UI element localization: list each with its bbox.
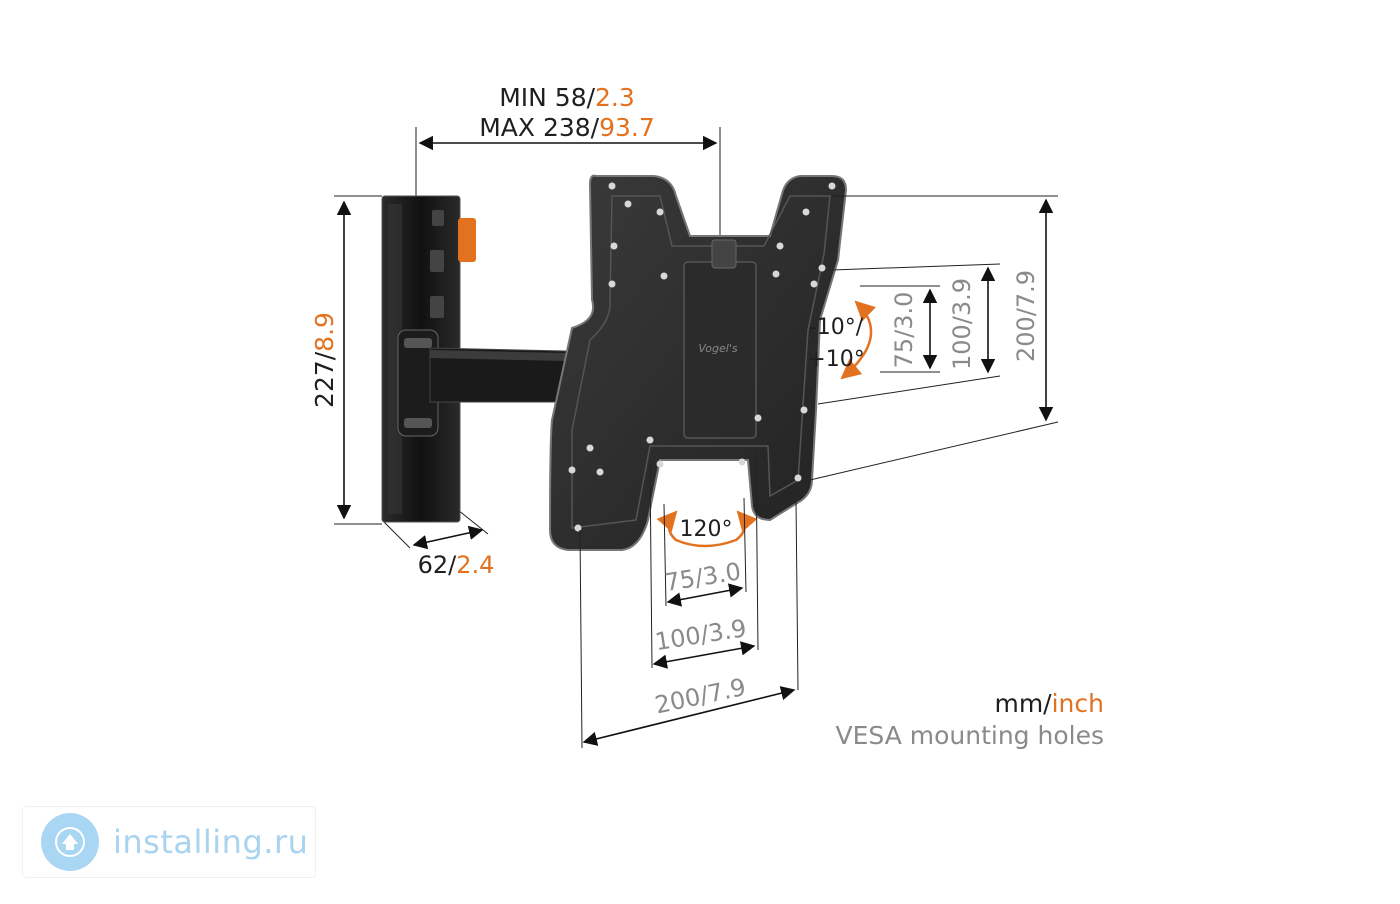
height-dimension: 227/8.9 [310,195,382,525]
watermark-badge[interactable]: installing.ru [22,806,316,878]
vesa-vertical-dimensions: 75/3.0 100/3.9 200/7.9 [809,195,1059,481]
depth-inch: 2.4 [456,551,494,579]
tilt-plus-label: +10° [807,347,864,372]
width-min-inch: 2.3 [595,83,635,112]
width-dimension: MIN 58/2.3 MAX 238/93.7 [415,83,721,245]
vesa-v100-label: 100/3.9 [948,278,976,370]
legend: mm/inch VESA mounting holes [835,689,1104,750]
watermark-logo-icon [41,813,99,871]
depth-dimension: 62/2.4 [381,509,495,579]
swivel-label: 120° [680,517,733,542]
depth-mm: 62/ [418,551,458,579]
width-min-mm: MIN 58/ [499,83,595,112]
width-max-inch: 93.7 [599,113,655,142]
svg-text:62/2.4: 62/2.4 [418,551,495,579]
height-mm: 227/ [310,351,339,408]
watermark-text: installing.ru [113,823,309,861]
vesa-h75-label: 75/3.0 [663,557,743,597]
legend-caption: VESA mounting holes [835,721,1104,750]
svg-text:227/8.9: 227/8.9 [310,312,339,408]
vesa-v200-label: 200/7.9 [1012,270,1040,362]
svg-text:mm/inch: mm/inch [994,689,1104,718]
svg-text:MIN 58/2.3: MIN 58/2.3 [499,83,635,112]
svg-text:MAX 238/93.7: MAX 238/93.7 [479,113,655,142]
svg-text:Vogel's: Vogel's [698,342,737,355]
swivel-indicator: 120° [656,510,758,548]
legend-unit-inch: inch [1052,689,1104,718]
tv-mount-plate: Vogel's [548,174,848,551]
legend-unit-mm: mm/ [994,689,1052,718]
lock-tab [458,218,476,262]
width-max-mm: MAX 238/ [479,113,599,142]
tilt-minus-label: -10°/ [809,315,864,340]
height-inch: 8.9 [310,312,339,352]
vesa-v75-label: 75/3.0 [890,292,918,369]
tilt-indicator: -10°/ +10° [807,300,876,380]
